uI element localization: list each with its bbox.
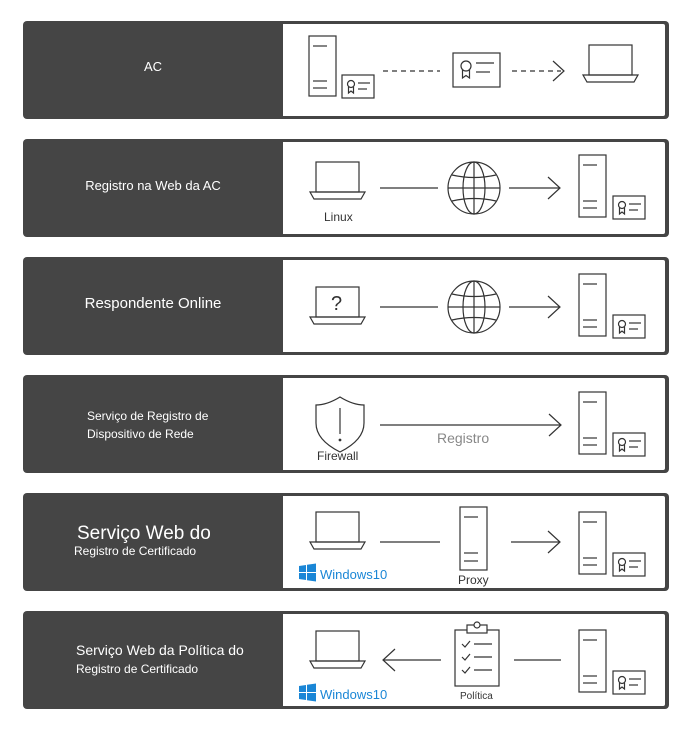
row-label-line2: Registro de Certificado [74,544,197,558]
shield-caption: Firewall [317,449,358,463]
arrow-right-icon [547,176,561,200]
server-icon [578,629,607,693]
certificate-icon [341,74,375,99]
row-label: Registro na Web da AC [85,178,221,193]
laptop-icon [308,161,367,200]
row-label-area: Respondente Online [23,257,283,355]
certificate-icon [612,314,646,339]
globe-icon [447,161,501,215]
arrow-left-icon [382,648,396,672]
server-icon [459,506,488,571]
row-label-area: Serviço Web do Registro de Certificado [23,493,283,591]
row-label-area: Registro na Web da AC [23,139,283,237]
row-label-area: AC [23,21,283,119]
server-icon [308,35,337,97]
clipboard-icon [454,621,500,687]
row-ca: AC [23,21,669,119]
arrow-label: Registro [437,430,489,446]
diagram-panel: Linux [283,142,665,234]
row-label-line1: Serviço Web do [77,523,211,544]
laptop-icon [581,44,640,83]
certificate-icon [452,52,501,88]
server-icon [578,154,607,218]
windows-logo-icon [299,563,316,582]
row-label-line1: Serviço Web da Política do [76,642,244,658]
row-label: Respondente Online [84,295,222,312]
windows-label: Windows10 [320,567,387,582]
diagram-panel [283,24,665,116]
row-certificate-enrollment-web-service: Serviço Web do Registro de Certificado W… [23,493,669,591]
certificate-icon [612,432,646,457]
row-ca-web-enrollment: Registro na Web da AC Linux [23,139,669,237]
certificate-icon [612,670,646,695]
laptop-caption: Linux [324,210,353,224]
globe-icon [447,280,501,334]
row-online-responder: Respondente Online ? [23,257,669,355]
arrow-right-icon [547,295,561,319]
row-network-device-enrollment: Serviço de Registro de Dispositivo de Re… [23,375,669,473]
arrow-right-icon [548,413,562,437]
laptop-icon [308,630,367,669]
server-caption: Proxy [458,573,489,587]
row-certificate-enrollment-policy-web-service: Serviço Web da Política do Registro de C… [23,611,669,709]
diagram-panel: Firewall Registro [283,378,665,470]
windows-label: Windows10 [320,687,387,702]
diagram-panel: Windows10 Política [283,614,665,706]
arrow-right-icon [547,530,561,554]
question-mark-icon: ? [331,293,342,315]
windows-logo-icon [299,683,316,702]
laptop-icon [308,511,367,550]
server-icon [578,511,607,575]
arrow-right-icon [552,60,565,82]
clipboard-caption: Política [460,691,493,702]
row-label-line2: Registro de Certificado [76,662,199,676]
certificate-icon [612,195,646,220]
row-label-line2: Dispositivo de Rede [87,427,194,441]
row-label-line1: Serviço de Registro de [87,409,209,423]
row-label: AC [143,59,163,74]
row-label-area: Serviço Web da Política do Registro de C… [23,611,283,709]
certificate-icon [612,552,646,577]
laptop-icon [308,286,367,325]
shield-icon [315,396,365,453]
server-icon [578,273,607,337]
diagram-panel: Windows10 Proxy [283,496,665,588]
row-label-area: Serviço de Registro de Dispositivo de Re… [23,375,283,473]
server-icon [578,391,607,455]
diagram-panel: ? [283,260,665,352]
